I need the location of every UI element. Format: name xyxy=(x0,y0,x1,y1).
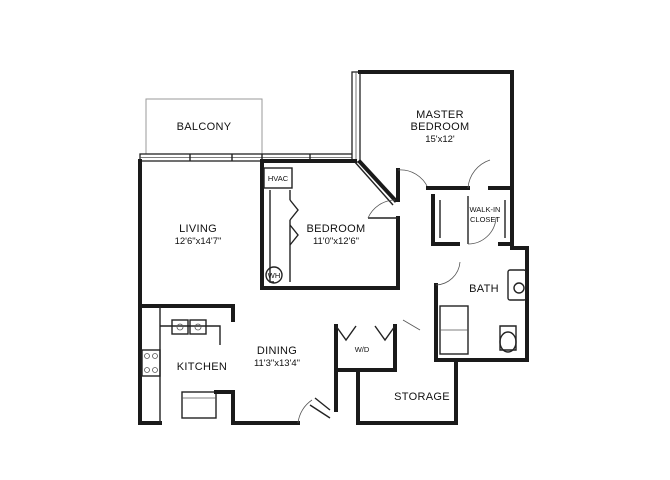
bath-label: BATH xyxy=(469,283,499,295)
bedroom-door xyxy=(367,199,398,219)
kitchen-fridge xyxy=(181,390,235,425)
laundry-walls xyxy=(334,319,421,425)
balcony-area xyxy=(145,98,263,157)
exterior-walls xyxy=(138,70,529,425)
hvac-label: HVAC xyxy=(268,174,289,183)
master-label-line1: MASTER xyxy=(416,109,464,121)
kitchen-range xyxy=(141,349,161,377)
dining-size: 11'3"x13'4" xyxy=(254,358,300,369)
master-inner-walls xyxy=(396,159,514,246)
master-window xyxy=(351,71,361,163)
living-size: 12'6"x14'7" xyxy=(175,236,222,247)
walkin-label-line2: CLOSET xyxy=(470,215,500,224)
master-label-line2: BEDROOM xyxy=(411,121,470,133)
storage-label: STORAGE xyxy=(394,391,450,403)
kitchen-counters xyxy=(138,304,235,423)
bath-walls xyxy=(434,261,514,362)
bedroom-size: 11'0"x12'6" xyxy=(313,236,359,247)
dining-label: DINING xyxy=(257,345,297,357)
balcony-label: BALCONY xyxy=(177,121,232,133)
bedroom-label: BEDROOM xyxy=(307,223,366,235)
entry-door xyxy=(297,397,331,424)
bedroom-walls xyxy=(260,159,400,290)
walkin-label-line1: WALK-IN xyxy=(470,205,501,214)
wd-label: W/D xyxy=(355,345,370,354)
water-heater: WH xyxy=(265,266,283,284)
master-size: 15'x12' xyxy=(425,134,455,145)
wh-label: WH xyxy=(268,271,281,280)
diagonal-wall xyxy=(353,159,398,206)
kitchen-label: KITCHEN xyxy=(177,361,227,373)
bath-fixtures xyxy=(499,269,527,353)
living-label: LIVING xyxy=(179,223,217,235)
bedroom-closet-bifold xyxy=(289,199,299,246)
